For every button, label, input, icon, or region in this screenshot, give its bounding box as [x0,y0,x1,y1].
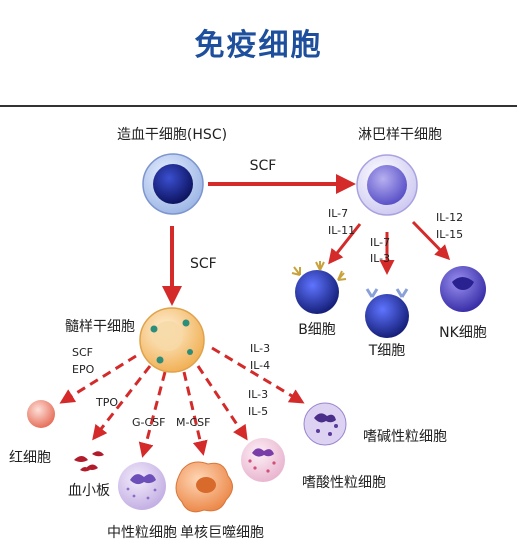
factor-to-neutrophil: G-CSF [132,416,165,429]
lymphoid-stem-cell [356,154,418,216]
eosinophil-label: 嗜酸性粒细胞 [302,475,386,491]
t-cell-label: T细胞 [368,343,406,359]
arrow-to-monocyte [182,371,208,456]
rbc-label: 红细胞 [9,450,51,466]
arrow-to-basophil [211,346,305,404]
factor-hsc-to-myeloid: SCF [190,256,217,272]
factor-to-eosinophil-2: IL-5 [248,405,268,418]
factor-to-t-1: IL-7 [370,236,390,249]
t-cell [365,288,409,338]
hsc-label: 造血干细胞(HSC) [117,127,227,143]
arrow-to-platelet [92,365,152,441]
factor-to-basophil-1: IL-3 [250,342,270,355]
factor-to-monocyte: M-CSF [176,416,210,429]
header-divider [0,105,517,107]
arrow-to-nk-cell [411,220,451,261]
arrow-to-neutrophil [138,371,167,458]
factor-to-platelet: TPO [95,396,118,409]
arrows [59,174,451,458]
nk-cell [440,266,486,312]
platelet-label: 血小板 [68,483,110,499]
b-cell-label: B细胞 [298,322,336,338]
neutrophil-label: 中性粒细胞 [107,525,177,541]
lymphoid-label: 淋巴样干细胞 [358,127,442,143]
myeloid-stem-cell [139,307,205,373]
basophil-cell [303,402,347,446]
neutrophil-cell [118,462,166,510]
b-cell [291,261,347,314]
rbc-cell [27,400,55,428]
myeloid-label: 髓样干细胞 [65,319,135,335]
factor-to-nk-2: IL-15 [436,228,463,241]
factor-to-eosinophil-1: IL-3 [248,388,268,401]
platelet-cluster [74,451,104,472]
factor-hsc-to-lymphoid: SCF [250,158,277,174]
monocyte-label: 单核巨噬细胞 [180,525,264,541]
factor-to-basophil-2: IL-4 [250,359,270,372]
page-title: 免疫细胞 [194,28,323,63]
factor-to-rbc-2: EPO [72,363,95,376]
factor-to-t-2: IL-3 [370,252,390,265]
monocyte-cell [175,461,233,513]
factor-to-b-2: IL-11 [328,224,355,237]
nk-cell-label: NK细胞 [439,325,487,341]
factor-to-b-1: IL-7 [328,207,348,220]
basophil-label: 嗜碱性粒细胞 [363,429,447,445]
arrow-to-b-cell [328,223,362,265]
eosinophil-cell [241,438,285,482]
factor-to-rbc-1: SCF [72,346,93,359]
hsc-cell [142,153,204,215]
factor-to-nk-1: IL-12 [436,211,463,224]
